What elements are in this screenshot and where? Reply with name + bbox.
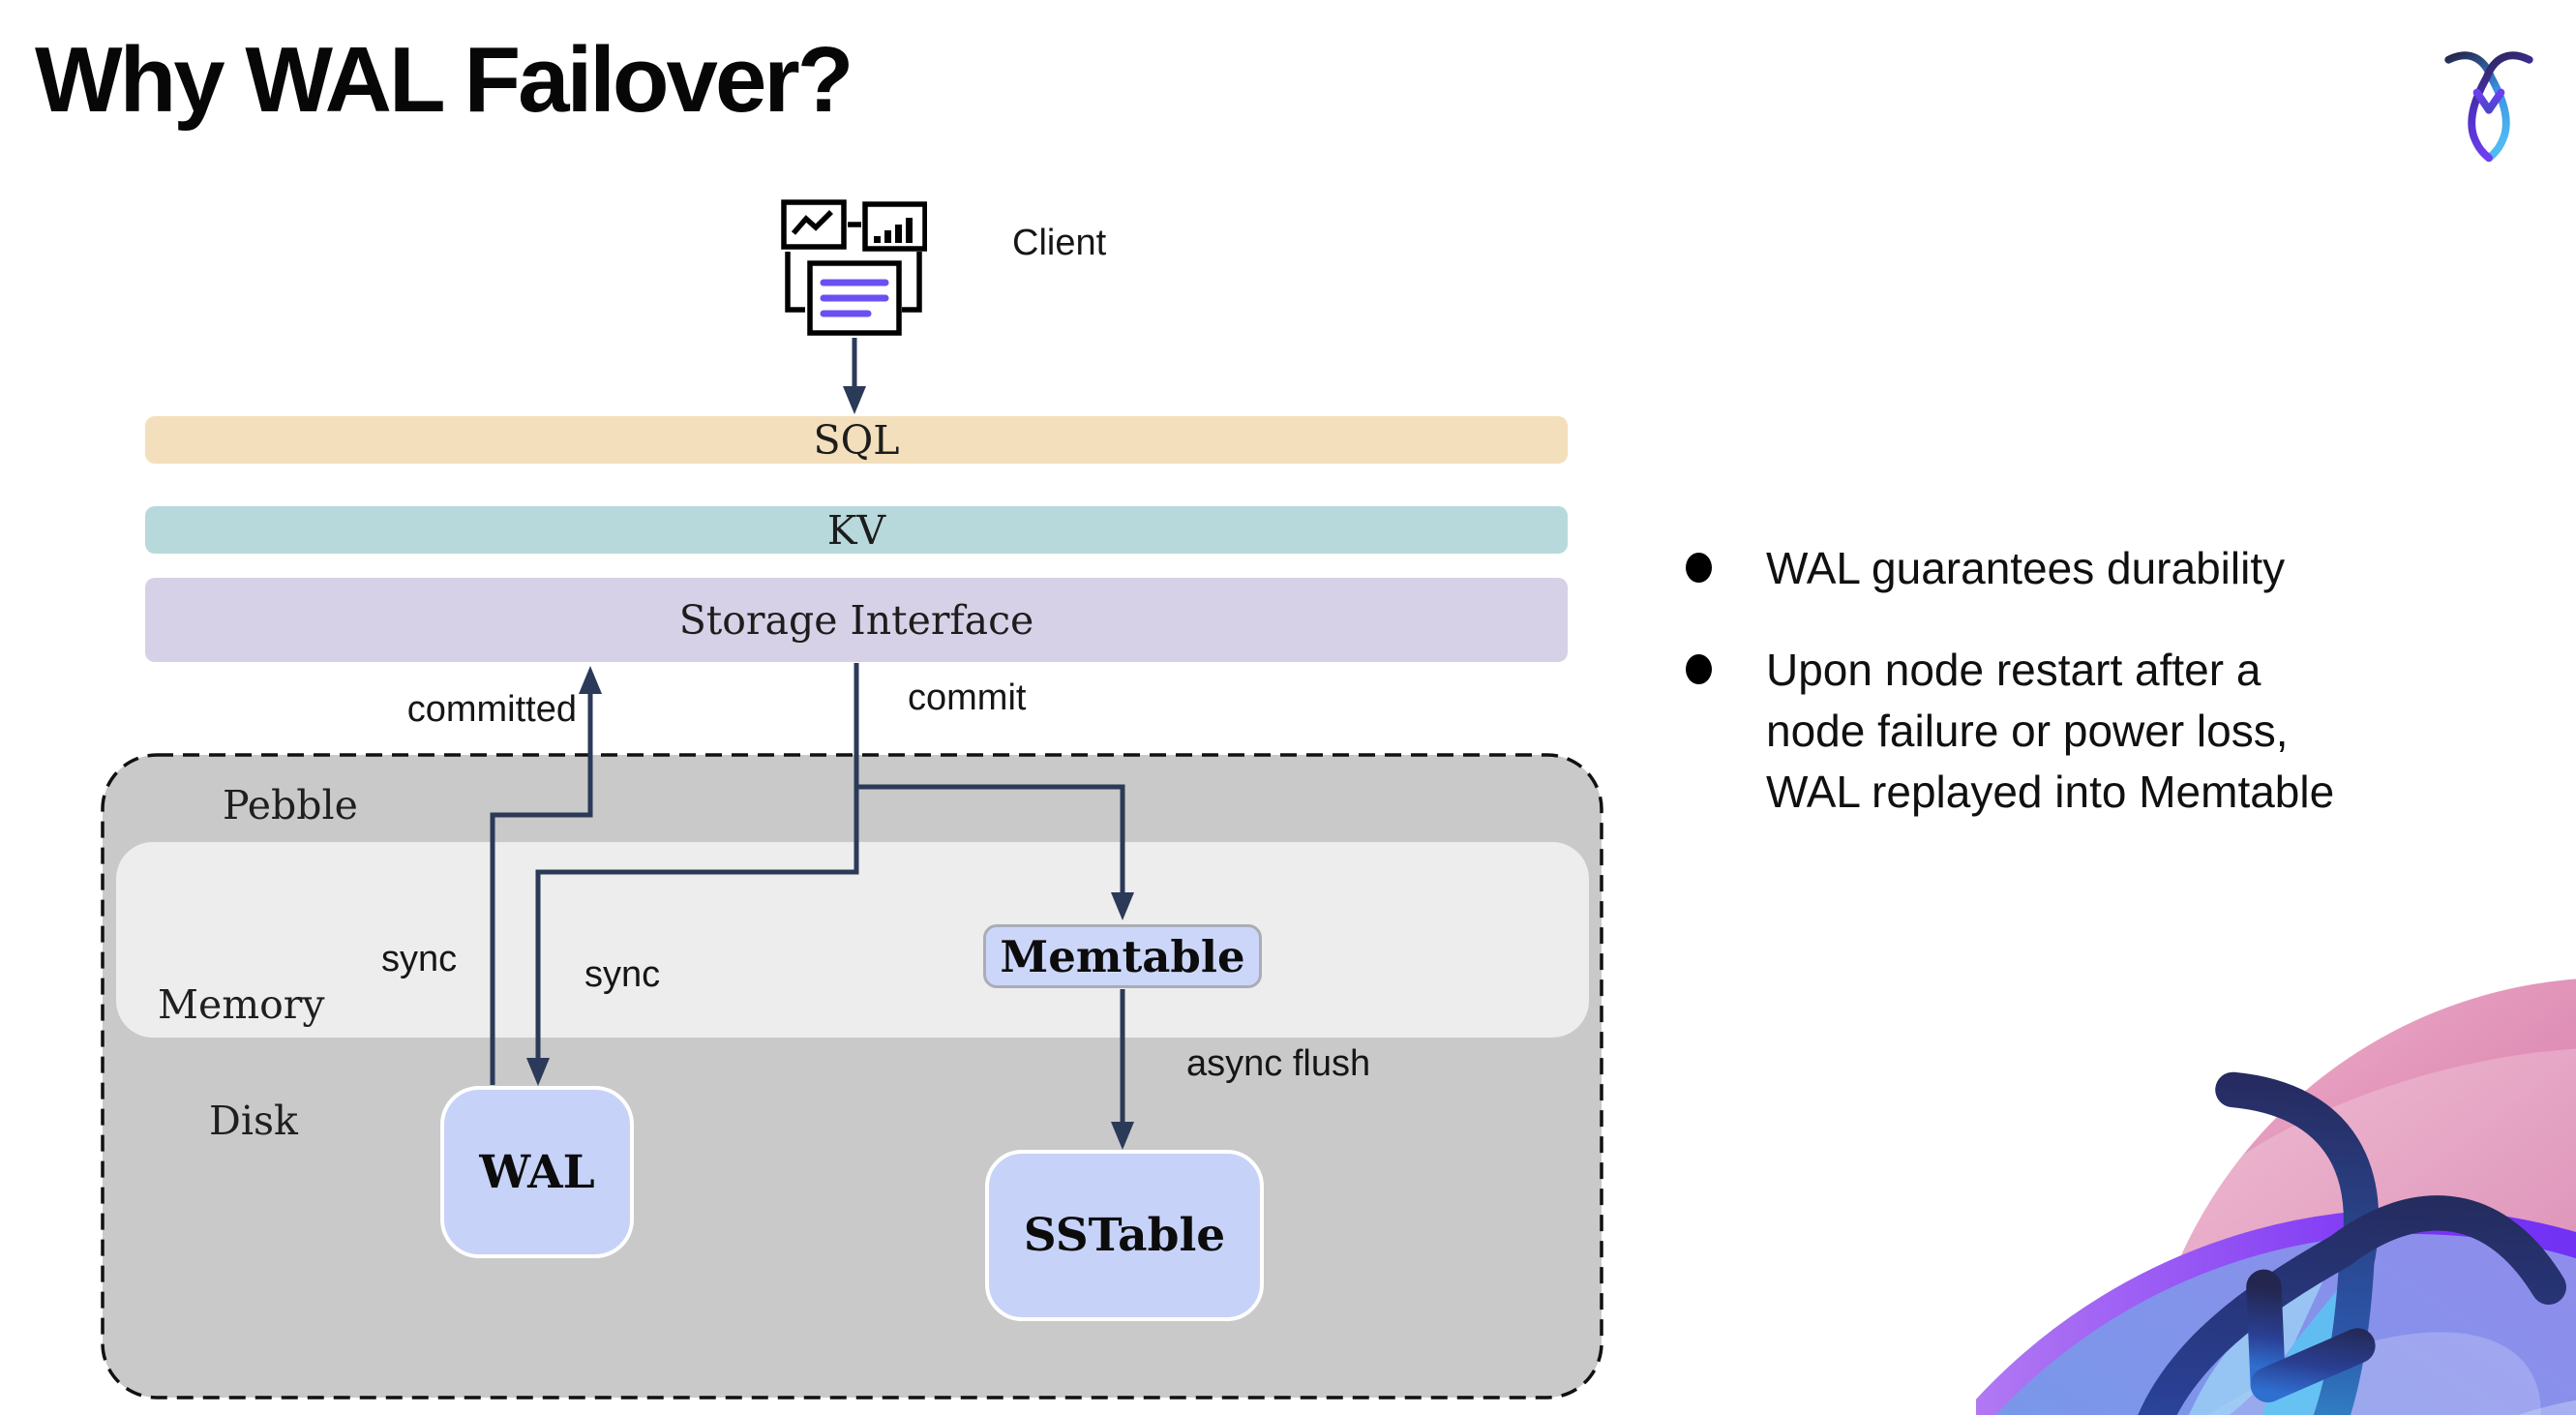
sstable-node: SSTable: [985, 1150, 1264, 1321]
bullet-list: WAL guarantees durability Upon node rest…: [1686, 538, 2363, 863]
sync-from-wal-label: sync: [381, 939, 458, 979]
page-title: Why WAL Failover?: [35, 28, 854, 132]
bullet-dot-icon: [1686, 654, 1712, 684]
commit-branch-arrow: [856, 784, 1125, 894]
committed-edge-label: committed: [406, 689, 577, 730]
memtable-node: Memtable: [983, 924, 1262, 988]
arrow-lines: [490, 338, 1125, 1125]
cockroachdb-logo-icon: [2444, 51, 2533, 163]
line-chart-icon: [781, 199, 847, 250]
layer-storage-label: Storage Interface: [678, 596, 1034, 644]
wal-node-label: WAL: [479, 1145, 595, 1199]
sync-to-wal-label: sync: [584, 954, 661, 995]
bar-chart-icon: [862, 201, 927, 252]
list-item: Upon node restart after a node failure o…: [1686, 640, 2363, 823]
bullet-dot-icon: [1686, 553, 1712, 583]
layer-storage-interface: Storage Interface: [145, 578, 1568, 662]
client-label: Client: [1012, 223, 1107, 263]
document-icon: [785, 252, 922, 336]
bullet-text: WAL guarantees durability: [1766, 543, 2286, 593]
client-icon: [781, 199, 927, 336]
async-flush-label: async flush: [1186, 1043, 1371, 1084]
arrow-heads: [526, 386, 1134, 1150]
committed-arrow: [490, 691, 593, 1085]
sstable-node-label: SSTable: [1023, 1209, 1226, 1262]
memtable-node-label: Memtable: [1000, 930, 1245, 982]
bullet-text: Upon node restart after a node failure o…: [1766, 645, 2335, 817]
arrowhead-sstable: [1111, 1122, 1134, 1150]
memory-band: [116, 842, 1589, 1038]
arrowhead-memtable: [1111, 892, 1134, 920]
layer-kv: KV: [145, 506, 1568, 554]
arrowhead-storage: [579, 666, 602, 694]
layer-kv-label: KV: [826, 506, 886, 554]
arrowhead-wal: [526, 1058, 550, 1086]
commit-edge-label: commit: [908, 677, 1027, 718]
layer-sql: SQL: [145, 416, 1568, 464]
commit-arrow: [535, 663, 859, 1061]
pebble-label: Pebble: [223, 782, 358, 828]
arrowhead-sql: [843, 386, 866, 414]
disk-label: Disk: [209, 1098, 298, 1144]
memory-label: Memory: [158, 981, 325, 1028]
cockroachdb-brand-artwork: [1976, 978, 2576, 1415]
layer-sql-label: SQL: [813, 416, 900, 464]
list-item: WAL guarantees durability: [1686, 538, 2363, 599]
wal-node: WAL: [440, 1086, 634, 1258]
